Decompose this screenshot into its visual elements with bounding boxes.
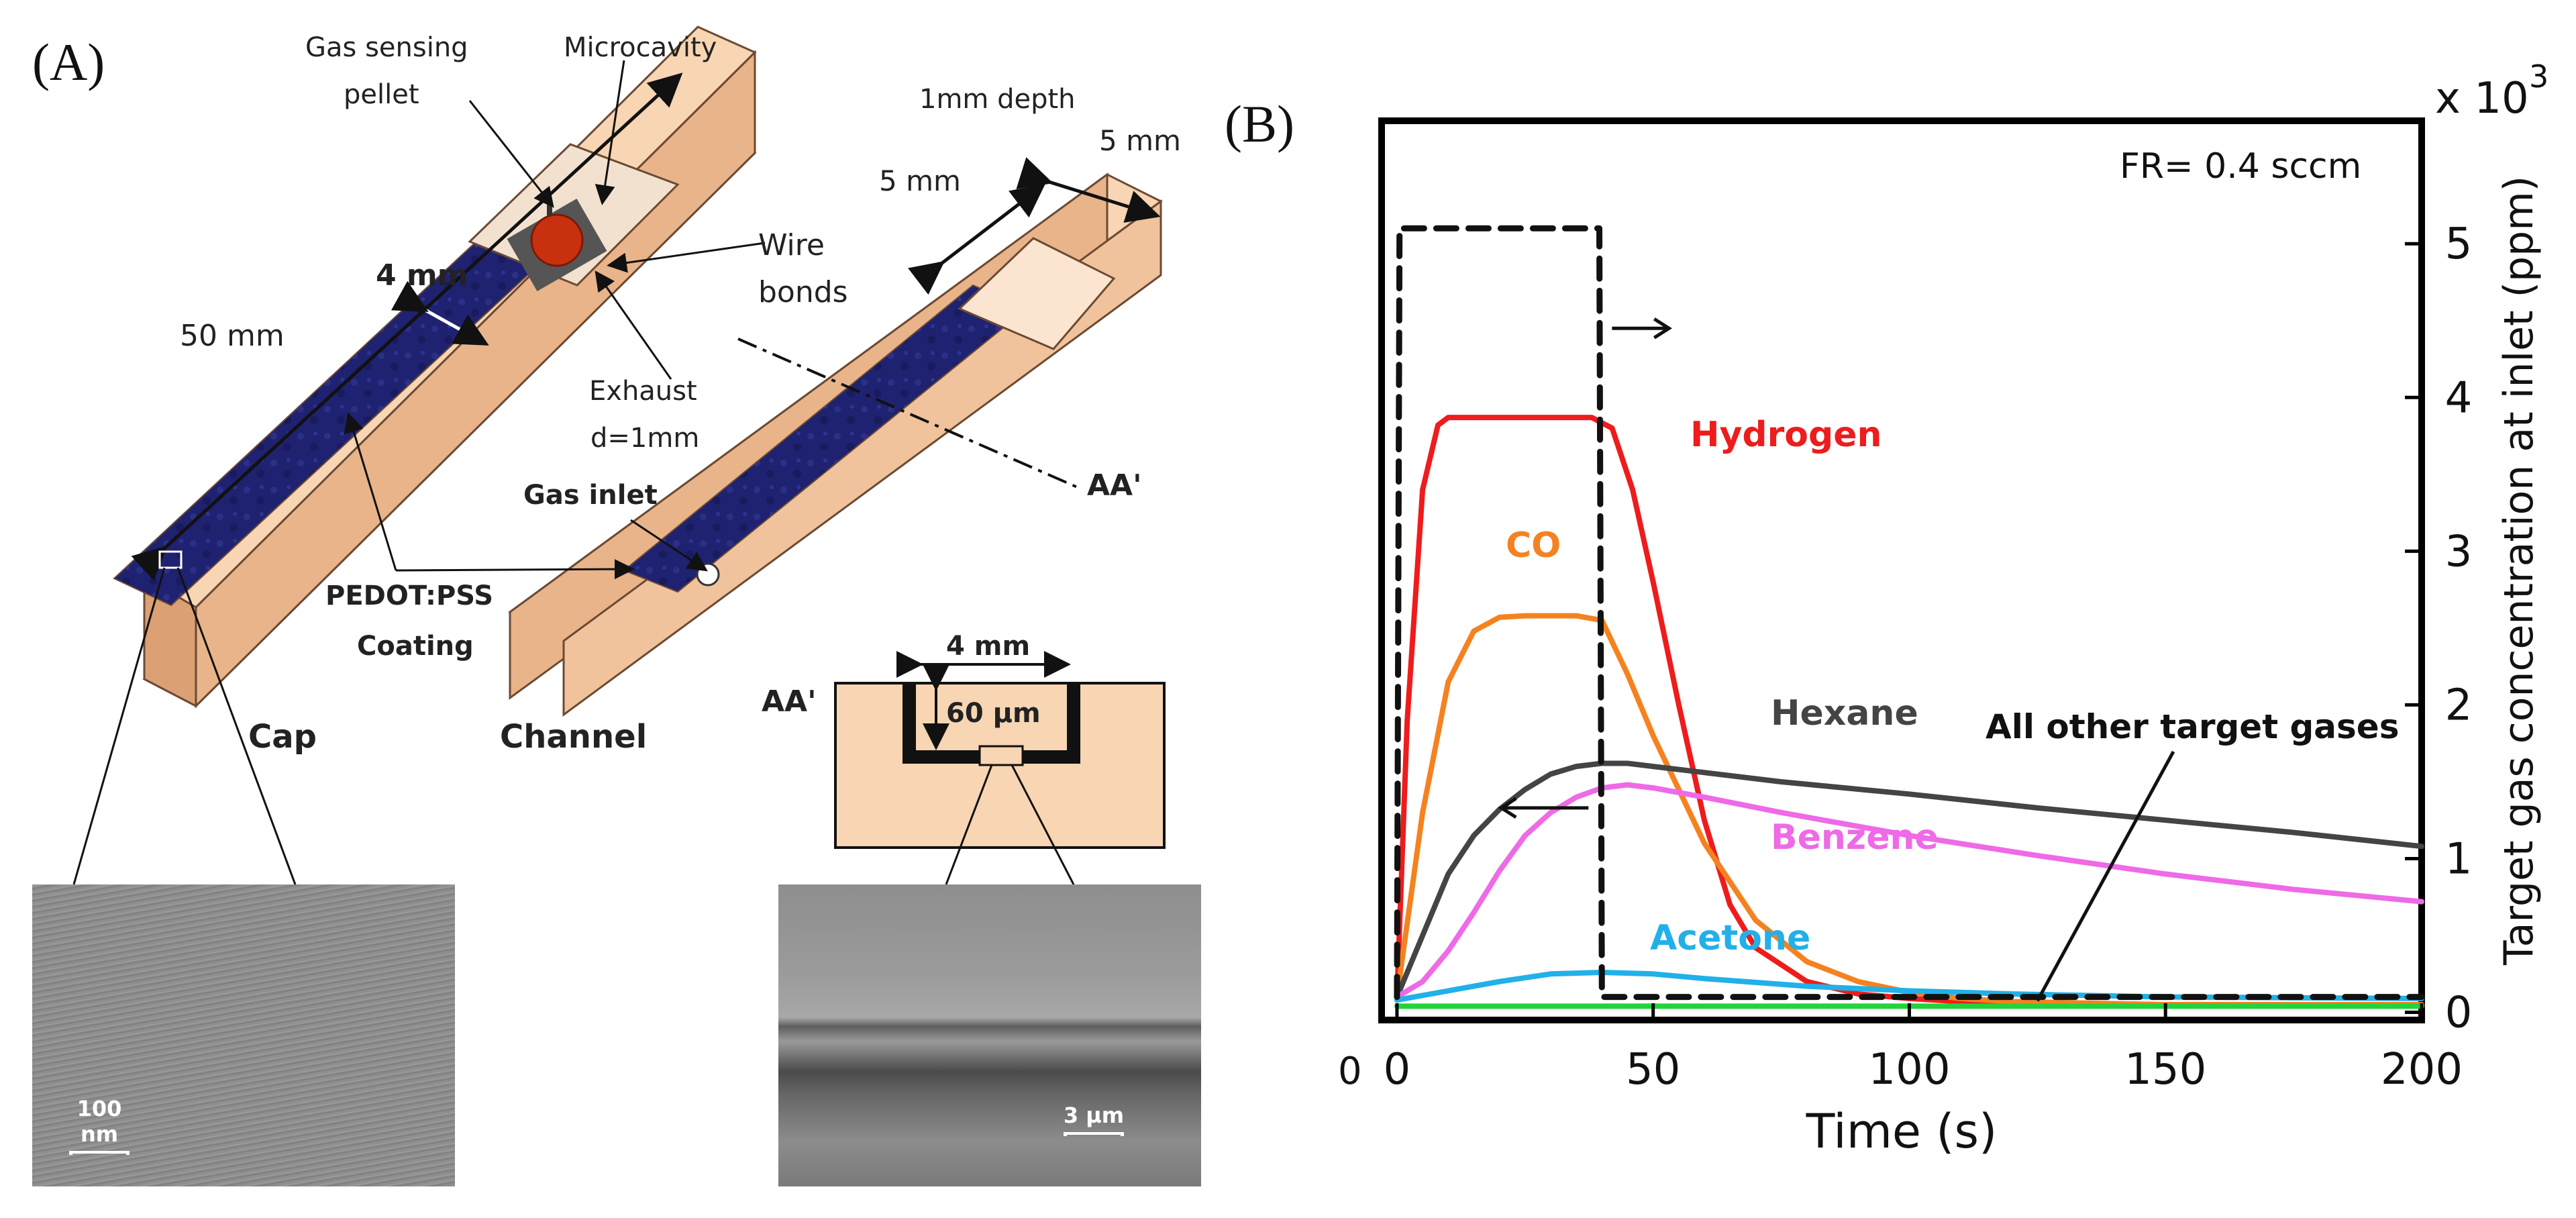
sem-image-left: 100 nm	[32, 884, 455, 1186]
label-aa-prime: AA'	[1087, 468, 1142, 503]
label-exhaust-d: d=1mm	[590, 423, 700, 454]
series-label-benzene: Benzene	[1771, 817, 1939, 858]
chart-annotations: FR= 0.4 sccm All other target gases x 10…	[1338, 58, 2548, 1093]
panel-a-label: (A)	[32, 33, 105, 91]
gas-sensing-pellet	[530, 213, 584, 267]
y-tick-label: 0	[2445, 988, 2473, 1038]
series-label-hexane: Hexane	[1771, 693, 1918, 733]
series-line-benzene	[1394, 782, 2424, 1000]
label-exhaust: Exhaust	[589, 376, 697, 407]
x-tick-label: 200	[2381, 1045, 2463, 1095]
series-line-hydrogen	[1394, 415, 2424, 1008]
left-axis-zero: 0	[1338, 1050, 1362, 1093]
cross-section-aa	[834, 651, 1166, 885]
sem-right-scale-text: 3 µm	[1063, 1103, 1125, 1128]
right-axis-arrowhead	[1653, 317, 1672, 340]
device-schematic	[72, 26, 1166, 885]
label-gas-inlet: Gas inlet	[523, 480, 658, 511]
sem-left-scale-text: 100 nm	[76, 1096, 122, 1147]
series-label-co: CO	[1506, 525, 1561, 566]
label-coating: Coating	[357, 631, 474, 662]
y-tick-label: 2	[2445, 680, 2473, 730]
x-tick-label: 150	[2124, 1045, 2206, 1095]
label-cs-4mm: 4 mm	[946, 631, 1031, 662]
chart-series	[1394, 225, 2425, 1009]
left-axis-arrowhead	[1498, 797, 1517, 819]
plot-frame	[1378, 117, 2425, 1023]
y-tick-label: 1	[2445, 834, 2473, 884]
series-line-inlet-concentration	[1394, 225, 2425, 1001]
multiplier-exponent: 3	[2529, 58, 2548, 95]
label-4mm: 4 mm	[376, 258, 468, 293]
panel-b-label: (B)	[1225, 95, 1294, 153]
chart-labels: Time (s) Target gas concentration at inle…	[1506, 176, 2542, 1159]
sem-image-right: 3 µm	[778, 884, 1201, 1186]
y-tick-label: 3	[2445, 527, 2473, 576]
series-label-hydrogen: Hydrogen	[1690, 415, 1882, 455]
all-others-pointer	[2036, 750, 2175, 1002]
response-chart: 0 50 100 150 200 0 1 2 3 4 5 Time (s) Target gas co…	[1338, 58, 2548, 1159]
label-cs-60um: 60 µm	[946, 698, 1041, 729]
series-label-acetone: Acetone	[1650, 918, 1810, 958]
label-50mm: 50 mm	[180, 319, 285, 353]
label-bonds: bonds	[758, 275, 848, 309]
label-gas-sensing: Gas sensing	[305, 32, 468, 63]
sem-right-scalebar: 3 µm	[1057, 1103, 1131, 1136]
chart-frame	[1378, 117, 2425, 1023]
y-tick-label: 4	[2445, 373, 2473, 423]
label-cap: Cap	[248, 718, 317, 756]
label-wire: Wire	[758, 228, 825, 262]
label-depth: 1mm depth	[919, 84, 1076, 115]
right-axis-label: Target gas concentration at inlet (ppm)	[2495, 176, 2542, 966]
y-tick-label: 5	[2445, 219, 2473, 269]
series-line-hexane	[1394, 760, 2424, 1000]
label-5mm-top: 5 mm	[1099, 124, 1181, 157]
chart-ticks: 0 50 100 150 200 0 1 2 3 4 5	[1384, 219, 2473, 1095]
label-5mm-side: 5 mm	[879, 164, 961, 197]
sem-left-scalebar: 100 nm	[62, 1096, 136, 1155]
x-axis-label: Time (s)	[1806, 1104, 1998, 1159]
multiplier-label: x 10	[2435, 74, 2529, 123]
label-microcavity: Microcavity	[564, 32, 717, 63]
label-channel: Channel	[500, 718, 648, 756]
x-tick-label: 50	[1626, 1045, 1680, 1095]
annotation-all-others: All other target gases	[1986, 707, 2399, 746]
label-cs-aa: AA'	[762, 684, 817, 719]
x-tick-label: 100	[1868, 1045, 1950, 1095]
annotation-fr: FR= 0.4 sccm	[2120, 146, 2361, 187]
x-tick-label: 0	[1384, 1045, 1411, 1095]
label-pedot: PEDOT:PSS	[325, 580, 494, 611]
label-pellet: pellet	[344, 79, 419, 110]
